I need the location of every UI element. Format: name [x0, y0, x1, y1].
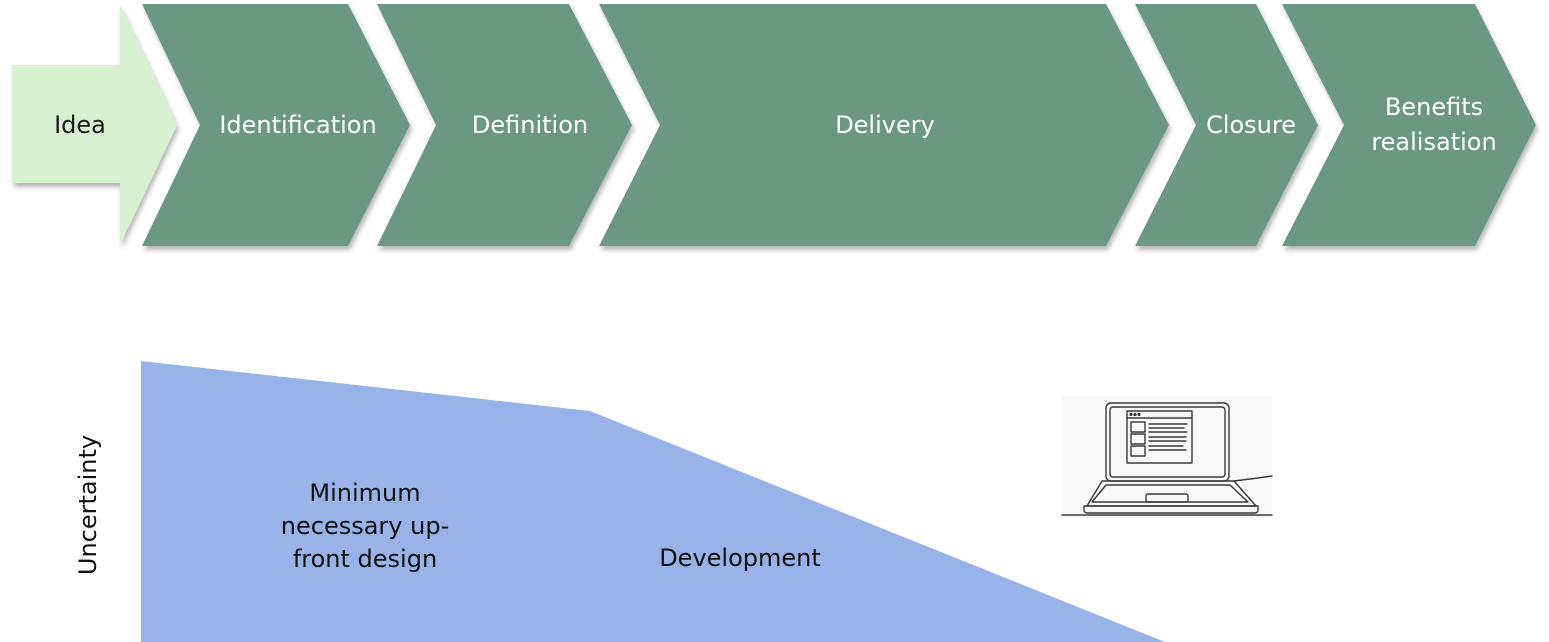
- phase-label-delivery: Delivery: [835, 111, 935, 139]
- phase-chevron-identification: [142, 4, 410, 246]
- region-label-upfront-design: Minimum necessary up- front design: [280, 478, 450, 573]
- uncertainty-axis-label: Uncertainty: [74, 434, 102, 576]
- phase-chevron-closure: [1135, 4, 1318, 246]
- phase-chevron-definition: [377, 4, 632, 246]
- phase-label-definition: Definition: [471, 111, 589, 139]
- uncertainty-area: [141, 361, 1165, 642]
- phase-chevron-delivery: [599, 4, 1169, 246]
- laptop-icon: [1061, 396, 1273, 518]
- phase-label-identification: Identification: [219, 111, 377, 139]
- idea-arrow: [12, 5, 177, 245]
- region-label-development: Development: [659, 543, 821, 572]
- phase-chevron-benefits-realisation: [1282, 4, 1536, 246]
- phase-label-benefits-realisation: Benefits realisation: [1371, 93, 1497, 156]
- idea-label: Idea: [54, 111, 106, 139]
- phase-label-closure: Closure: [1206, 111, 1296, 139]
